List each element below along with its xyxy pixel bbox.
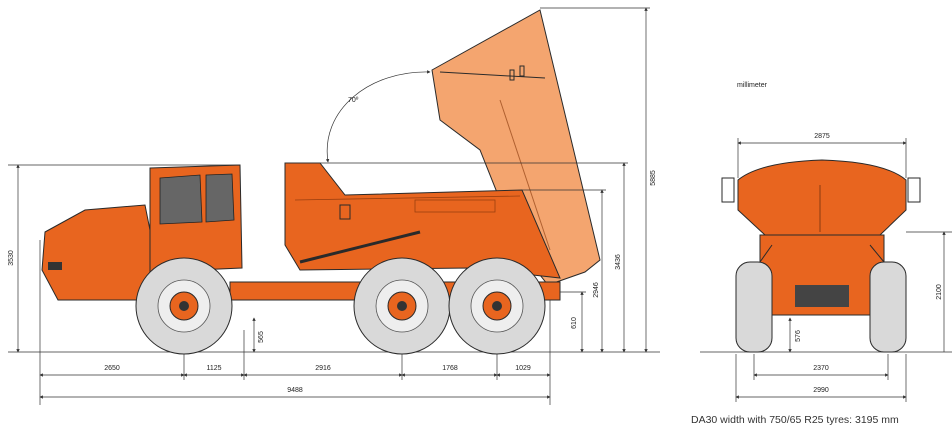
dim-tipped-tail-clearance: 610	[571, 317, 578, 329]
dim-overall-width: 2990	[813, 387, 829, 394]
dim-track: 2370	[813, 365, 829, 372]
cab-window	[159, 174, 203, 225]
dim-overall-length: 9488	[287, 387, 303, 394]
middle-wheel	[353, 257, 451, 355]
engine-hood	[41, 204, 151, 301]
unit-label: millimeter	[737, 82, 768, 89]
rear-dimensions: 2875 576 2370 2990 2100	[735, 133, 952, 402]
dim-tipped-height: 5885	[650, 170, 657, 186]
dim-body-height: 3436	[615, 254, 622, 270]
tipping-angle-arc	[325, 70, 431, 163]
dim-rear-clearance: 576	[795, 330, 802, 342]
rear-right-tyre	[869, 261, 907, 353]
tipping-angle-label: 70º	[348, 97, 359, 104]
dim-bogie-spacing: 1768	[442, 365, 458, 372]
side-dimensions: 2650 1125 2916 1768 1029 9488 3530 565 6…	[8, 7, 657, 405]
left-mirror	[721, 177, 735, 203]
dim-rear-overhang: 1029	[515, 365, 531, 372]
caption: DA30 width with 750/65 R25 tyres: 3195 m…	[691, 414, 899, 426]
side-view: 70º	[41, 9, 601, 355]
rear-view	[721, 159, 921, 353]
rear-wheel	[448, 257, 546, 355]
dim-hitch-to-middle-axle: 2916	[315, 365, 331, 372]
front-wheel	[135, 257, 233, 355]
dim-front-axle-to-hitch: 1125	[206, 365, 221, 372]
dim-ground-clearance: 565	[258, 331, 265, 343]
dim-cab-height: 3530	[8, 250, 15, 266]
dim-loading-height: 2946	[593, 282, 600, 298]
dim-front-overhang: 2650	[104, 365, 120, 372]
right-mirror	[907, 177, 921, 203]
dim-side-height: 2100	[936, 284, 943, 300]
hydraulic-cylinder	[299, 230, 421, 264]
dim-body-width: 2875	[814, 133, 830, 140]
rear-dump-body	[737, 159, 907, 236]
rear-left-tyre	[735, 261, 773, 353]
